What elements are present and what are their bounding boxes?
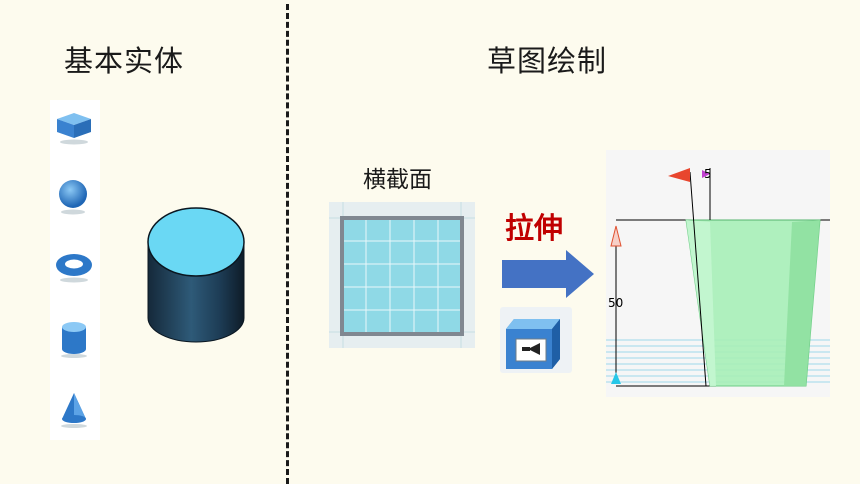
cylinder-model [147, 207, 245, 343]
torus-tool[interactable] [50, 240, 100, 290]
height-dimension-label: 50 [608, 296, 624, 310]
cone-tool[interactable] [50, 385, 100, 435]
sphere-icon [59, 180, 87, 215]
sphere-tool[interactable] [50, 170, 100, 220]
section-divider [286, 4, 289, 484]
cross-section-label: 横截面 [363, 167, 432, 193]
viewport-3d[interactable]: 50 5 [606, 150, 830, 397]
torus-icon [56, 254, 92, 283]
extruded-model [606, 168, 830, 387]
sketch-drawing-title: 草图绘制 [487, 44, 608, 78]
cylinder-tool[interactable] [50, 313, 100, 363]
basic-solids-title: 基本实体 [64, 44, 185, 78]
box-icon [57, 113, 91, 145]
extrude-label: 拉伸 [505, 211, 564, 245]
extrude-icon [506, 319, 560, 369]
cone-icon [61, 393, 87, 428]
sketch-panel [329, 202, 475, 348]
cylinder-icon [61, 322, 87, 358]
square-sketch [329, 202, 475, 348]
primitive-toolbox [50, 100, 100, 440]
top-dimension-label: 5 [704, 167, 712, 181]
box-tool[interactable] [50, 100, 100, 150]
right-arrow-icon [502, 250, 594, 298]
extrude-tool-button[interactable] [500, 307, 572, 373]
